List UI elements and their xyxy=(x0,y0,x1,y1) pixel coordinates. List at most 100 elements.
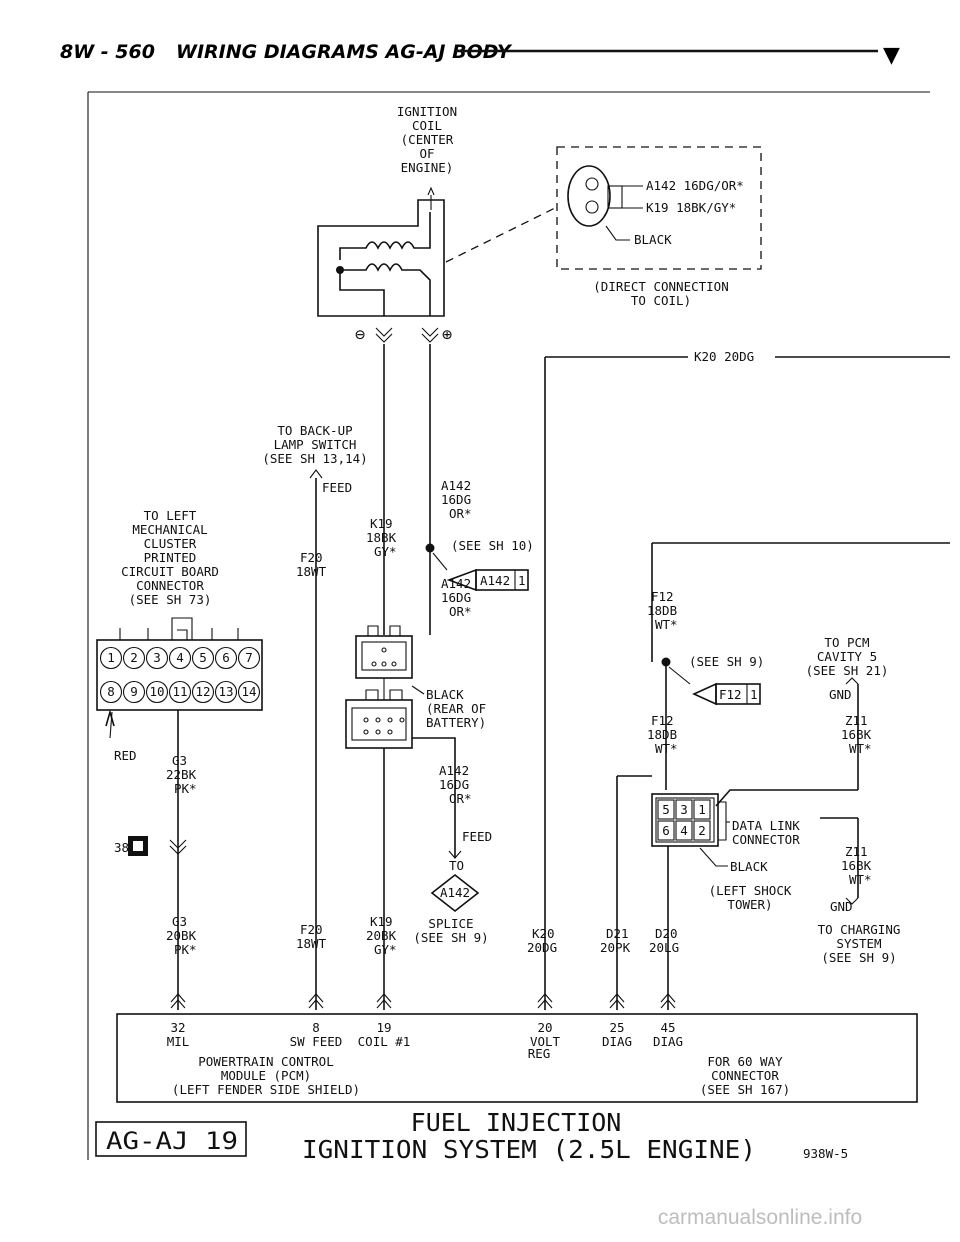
cluster-latch-icon xyxy=(171,617,193,640)
connector-pin-icon xyxy=(585,177,599,191)
dlc-location: (LEFT SHOCK xyxy=(709,883,792,898)
pcm-pin-number: 32 xyxy=(170,1020,185,1035)
connector-latch-icon xyxy=(607,185,623,209)
gnd-label: GND xyxy=(829,687,852,702)
leader xyxy=(605,225,630,241)
page-number: 8W - 560 xyxy=(60,41,155,63)
a142-upper: A142 xyxy=(441,478,471,493)
k19-upper: 18BK xyxy=(366,530,397,545)
charging: TO CHARGING xyxy=(818,922,901,937)
dlc-pin-cell xyxy=(693,799,711,820)
a142-upper: OR* xyxy=(449,506,472,521)
f20-lower: F20 xyxy=(300,922,323,937)
f12-ref: (SEE SH 9) xyxy=(689,654,764,669)
coil-label-line: OF xyxy=(419,146,434,161)
cluster-label: TO LEFT MECHANICAL CLUSTER PRINTED CIRCU… xyxy=(121,508,219,607)
f12-lower: F12 xyxy=(651,713,674,728)
dlc-pin-cell xyxy=(693,820,711,841)
pcm-pin-label: VOLT xyxy=(530,1034,561,1049)
cluster-line: PRINTED xyxy=(144,550,197,565)
k19-lower: 20BK xyxy=(366,928,397,943)
pcm-line: MODULE (PCM) xyxy=(221,1068,311,1083)
k20-lower: 20DG xyxy=(527,940,557,955)
splice-tag-box xyxy=(475,569,529,591)
pcm-terminal-icon xyxy=(660,993,676,1009)
ignition-coil-label: IGNITION COIL (CENTER OF ENGINE) xyxy=(397,104,457,175)
pcm-cavity: CAVITY 5 xyxy=(817,649,877,664)
dlc-pin-number: 1 xyxy=(698,802,706,817)
coil-pos-terminal-icon xyxy=(421,327,439,343)
k20-lower: K20 xyxy=(532,926,555,941)
battery-line: BATTERY) xyxy=(426,715,486,730)
splice-diamond-name: A142 xyxy=(440,885,470,900)
pcm-cavity: TO PCM xyxy=(824,635,869,650)
f12-upper: WT* xyxy=(655,617,678,632)
pcm-reg: REG xyxy=(528,1046,551,1061)
pcm-terminal-icon xyxy=(170,993,186,1009)
pin-icon xyxy=(363,729,369,735)
coil-minus-symbol: ⊖ xyxy=(355,325,365,345)
dlc-pin-cell xyxy=(675,820,693,841)
coil-label-line: (CENTER xyxy=(401,132,454,147)
battery-conn-lower-inner xyxy=(351,707,407,741)
z11-lower: Z11 xyxy=(845,844,868,859)
pcm-pin-number: 8 xyxy=(312,1020,320,1035)
backup-line: (SEE SH 13,14) xyxy=(262,451,367,466)
pcm-terminal-icon xyxy=(376,993,392,1009)
footer-code: 938W-5 xyxy=(803,1146,848,1161)
pcm-pin-label: MIL xyxy=(167,1034,190,1049)
a142-lower: A142 xyxy=(439,763,469,778)
f12-tag-name: F12 xyxy=(719,687,742,702)
dlc-pin-number: 4 xyxy=(680,823,688,838)
pcm-terminal-icon xyxy=(308,993,324,1009)
f20-upper: 18WT xyxy=(296,564,327,579)
cluster-pin-icon xyxy=(145,680,169,704)
header-marker: ▼ xyxy=(883,43,900,68)
splice-diamond-lower: A142 SPLICE (SEE SH 9) xyxy=(413,873,489,945)
k19-upper: K19 xyxy=(370,516,393,531)
coil-negative-lead xyxy=(339,270,385,316)
pin-icon xyxy=(375,717,381,723)
ground-ref: 38 xyxy=(114,836,187,856)
cluster-pin-icon xyxy=(214,646,238,670)
footer-title-2: IGNITION SYSTEM (2.5L ENGINE) xyxy=(302,1135,756,1164)
dlc-pin-cell xyxy=(675,799,693,820)
leader xyxy=(699,847,728,867)
pcm-terminal-icon xyxy=(537,993,553,1009)
f12-tag-box xyxy=(715,683,761,705)
z11-upper: WT* xyxy=(849,741,872,756)
g3-lower: G3 xyxy=(172,914,187,929)
coil-outline xyxy=(317,199,445,317)
pcm-cavity: (SEE SH 21) xyxy=(806,663,889,678)
cluster-pin-number: 4 xyxy=(176,650,184,665)
splice-ref-upper: (SEE SH 10) xyxy=(451,538,534,553)
d20-lower: D20 xyxy=(655,926,678,941)
watermark: carmanualsonline.info xyxy=(658,1206,862,1229)
z11-lower: WT* xyxy=(849,872,872,887)
direct-wire-1: A142 16DG/OR* xyxy=(646,178,744,193)
dlc-latch-icon xyxy=(718,801,727,841)
coil-label-line: COIL xyxy=(412,118,442,133)
g3-upper: 22BK xyxy=(166,767,197,782)
pin-icon xyxy=(375,729,381,735)
pin-icon xyxy=(381,661,387,667)
d21-lower: D21 xyxy=(606,926,629,941)
pcm-line: (LEFT FENDER SIDE SHIELD) xyxy=(172,1082,360,1097)
footer-title-1: FUEL INJECTION xyxy=(411,1108,622,1137)
cluster-pin-icon xyxy=(99,680,123,704)
pin-icon xyxy=(381,647,387,653)
pcm-line: POWERTRAIN CONTROL xyxy=(198,1054,333,1069)
z11-upper: 16BK xyxy=(841,727,872,742)
pcm-pin-label: SW FEED xyxy=(290,1034,343,1049)
dlc-pin-number: 6 xyxy=(662,823,670,838)
coil-leader-dashed xyxy=(445,207,556,263)
pcm-pin-number: 19 xyxy=(376,1020,391,1035)
f12-tag-arrow-icon xyxy=(692,682,717,706)
pcm-pin-label: DIAG xyxy=(653,1034,683,1049)
a142-mid: A142 xyxy=(441,576,471,591)
f12-upper: F12 xyxy=(651,589,674,604)
page-footer: AG-AJ 19 FUEL INJECTION IGNITION SYSTEM … xyxy=(87,1108,848,1164)
